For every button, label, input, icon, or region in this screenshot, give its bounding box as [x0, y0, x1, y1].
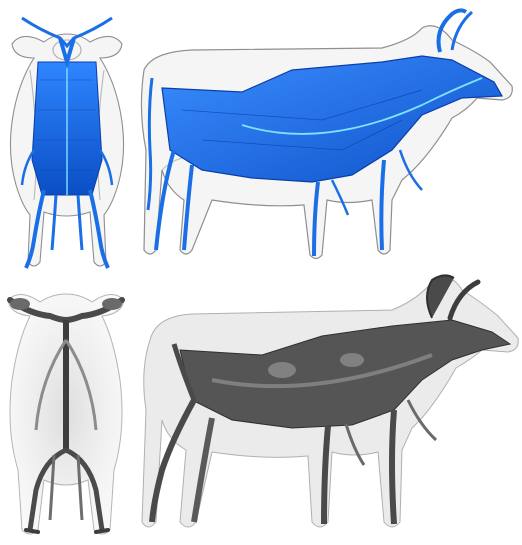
cow-side-view-gray-skeleton	[132, 260, 522, 545]
cow-side-view-blue-skeleton	[122, 0, 522, 300]
cow-front-view-gray-skeleton	[0, 280, 132, 545]
cow-front-view-blue-skeleton	[0, 0, 132, 280]
